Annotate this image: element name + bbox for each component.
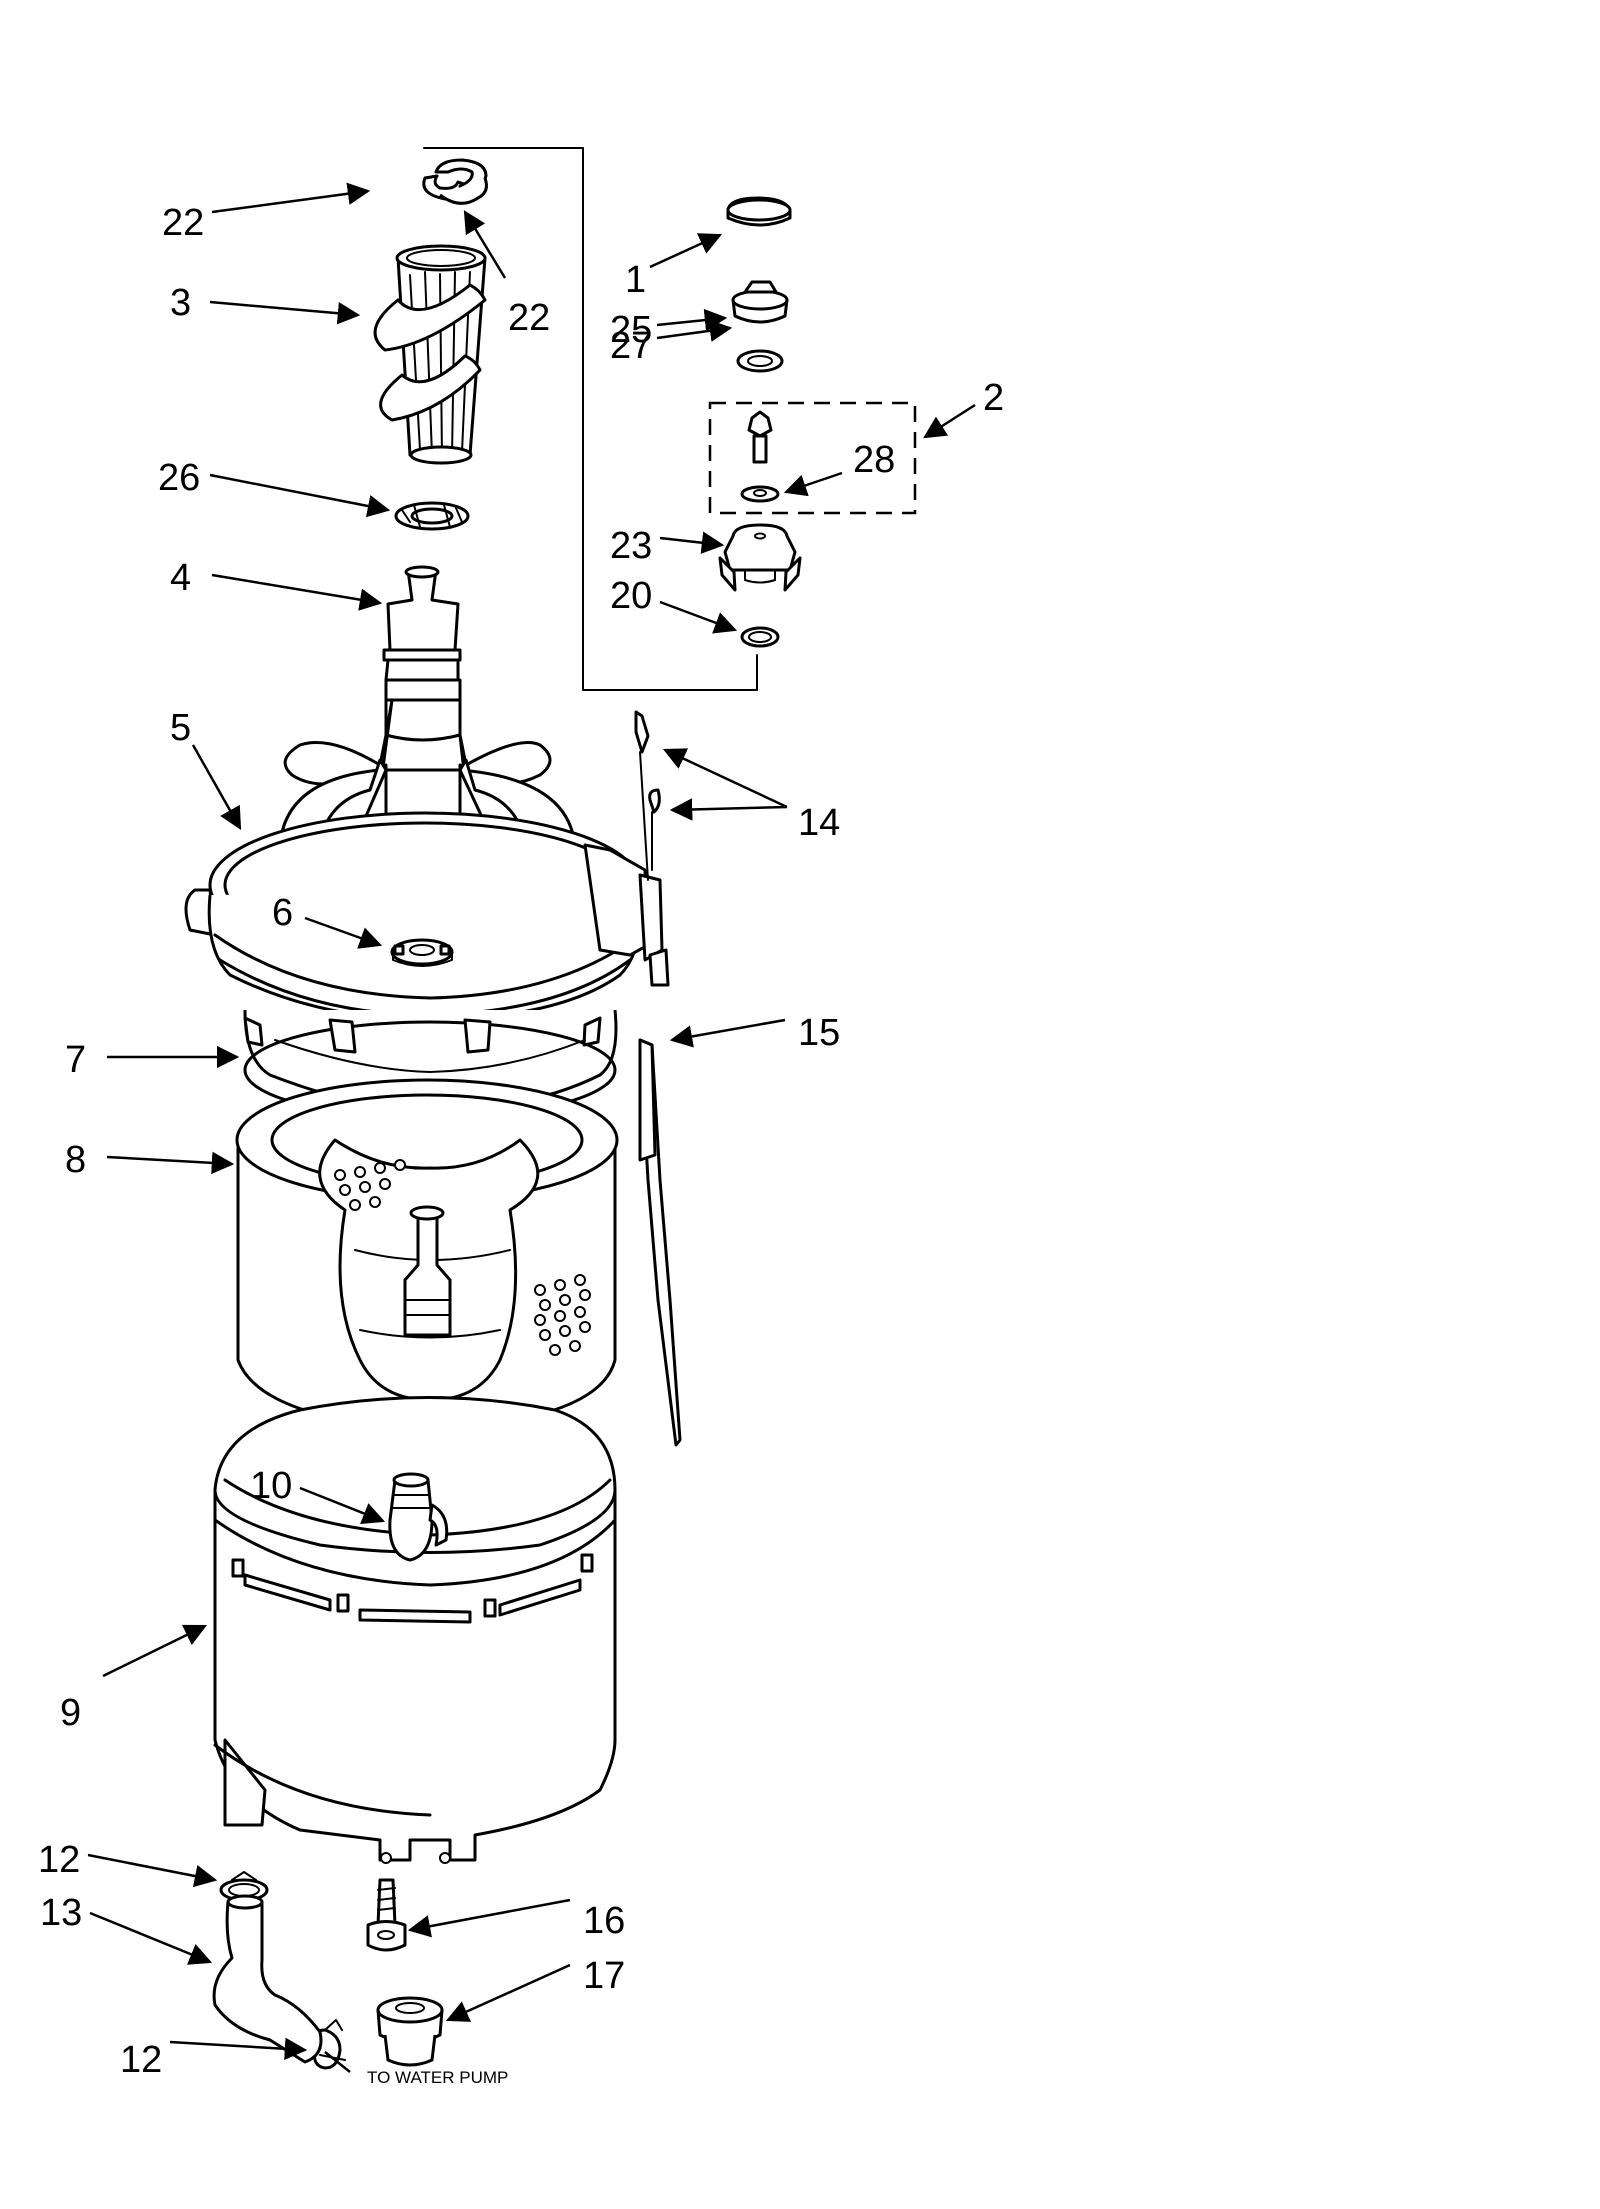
callout-16: 16 [583, 1900, 625, 1942]
callout-22-right: 22 [508, 297, 550, 339]
leader-12-b [169, 2037, 308, 2061]
callout-4: 4 [170, 557, 191, 599]
leader-20 [659, 600, 738, 634]
leader-4 [211, 573, 383, 611]
part-3-auger [373, 244, 487, 465]
leader-14-a [662, 748, 788, 809]
leader-23 [659, 531, 725, 554]
part-28-bolt-washer [740, 410, 780, 503]
leader-22-a [211, 182, 371, 214]
part-22-cap [422, 158, 488, 205]
callout-28: 28 [853, 439, 895, 481]
callout-13: 13 [40, 1892, 82, 1934]
part-10-seal [388, 1472, 449, 1562]
leader-6 [304, 916, 383, 949]
callout-6: 6 [272, 892, 293, 934]
callout-23: 23 [610, 525, 652, 567]
leader-22-b [463, 210, 507, 279]
leader-15 [669, 1018, 786, 1048]
callout-17: 17 [583, 1955, 625, 1997]
callout-12-upper: 12 [38, 1839, 80, 1881]
callout-7: 7 [65, 1039, 86, 1081]
leader-25 [656, 308, 728, 332]
callout-22-left: 22 [162, 202, 204, 244]
callout-15: 15 [798, 1012, 840, 1054]
leader-13 [89, 1911, 213, 1965]
assembly-bracket-line [423, 147, 758, 691]
callout-12-lower: 12 [120, 2039, 162, 2081]
callout-3: 3 [170, 282, 191, 324]
water-pump-note: TO WATER PUMP [367, 2068, 508, 2087]
callout-10: 10 [250, 1465, 292, 1507]
part-5-tub-ring [184, 698, 670, 1022]
part-7-ring [243, 1009, 618, 1120]
callout-20: 20 [610, 575, 652, 617]
perforation-holes [334, 1159, 591, 1356]
leader-10 [299, 1486, 386, 1524]
part-2-kit-box [708, 401, 917, 515]
callout-5: 5 [170, 707, 191, 749]
leader-2 [923, 403, 976, 439]
leader-17 [445, 1963, 571, 2022]
part-6-hub [390, 938, 454, 967]
leader-16 [407, 1898, 571, 1938]
part-25-cover [731, 280, 789, 324]
callout-8: 8 [65, 1139, 86, 1181]
part-13-hose [212, 1894, 323, 2064]
part-27-ring [736, 349, 784, 373]
part-16-bolt [366, 1878, 407, 1952]
leader-14-b [669, 798, 788, 821]
part-8-basket [235, 1078, 619, 1432]
leader-water-pump [324, 2051, 351, 2073]
callout-14: 14 [798, 802, 840, 844]
part-23-hub [718, 523, 802, 592]
callout-9: 9 [60, 1692, 81, 1734]
leader-28 [783, 471, 843, 497]
leader-5 [191, 744, 242, 830]
callout-1: 1 [625, 259, 646, 301]
leader-lines [87, 182, 976, 2073]
leader-8 [106, 1151, 235, 1175]
part-14-clips [634, 710, 661, 881]
leader-1 [649, 233, 723, 269]
leader-3 [209, 300, 361, 325]
callout-25: 25 [610, 309, 652, 351]
callout-labels: 22 22 3 26 4 5 6 7 8 10 9 12 13 12 1 25 … [38, 202, 1004, 2087]
part-4-shaft [382, 565, 462, 742]
callout-26: 26 [158, 457, 200, 499]
leader-26 [209, 473, 391, 518]
part-26-ring [394, 501, 470, 531]
leader-27 [656, 319, 733, 342]
leader-9 [102, 1624, 208, 1678]
part-20-washer [740, 626, 780, 648]
part-1-cap [726, 196, 792, 227]
part-17-nut [376, 1996, 444, 2067]
callout-2: 2 [983, 377, 1004, 419]
leader-12-a [87, 1853, 218, 1888]
part-15-seal-strip [638, 1038, 682, 1447]
callout-27: 27 [610, 325, 652, 367]
